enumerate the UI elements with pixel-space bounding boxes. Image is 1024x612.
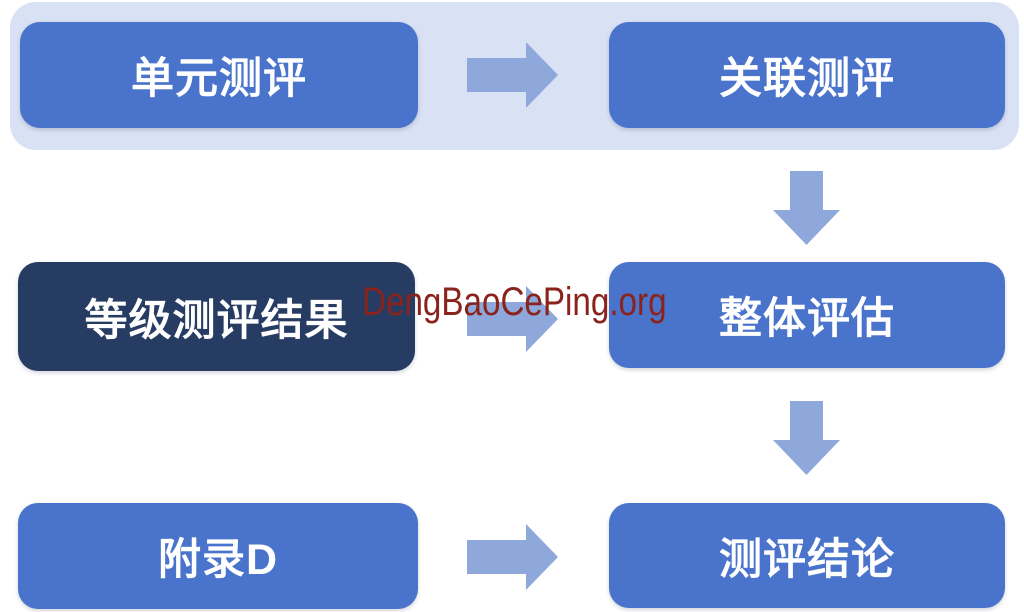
node-grade-evaluation-result: 等级测评结果 xyxy=(18,262,415,371)
node-appendix-d: 附录D xyxy=(18,503,418,609)
node-related-evaluation: 关联测评 xyxy=(609,22,1005,128)
arrow-down-overall-to-conclusion-icon xyxy=(773,401,840,475)
node-evaluation-conclusion: 测评结论 xyxy=(609,503,1005,608)
watermark-text: DengBaoCePing.org xyxy=(362,280,667,324)
arrow-right-appendix-to-conclusion-icon xyxy=(467,524,558,590)
arrow-right-unit-to-related-icon xyxy=(467,42,558,108)
node-unit-evaluation: 单元测评 xyxy=(20,22,418,128)
arrow-down-related-to-overall-icon xyxy=(773,171,840,245)
arrow-right-grade-to-overall-icon xyxy=(467,286,558,352)
node-overall-assessment: 整体评估 xyxy=(609,262,1005,368)
